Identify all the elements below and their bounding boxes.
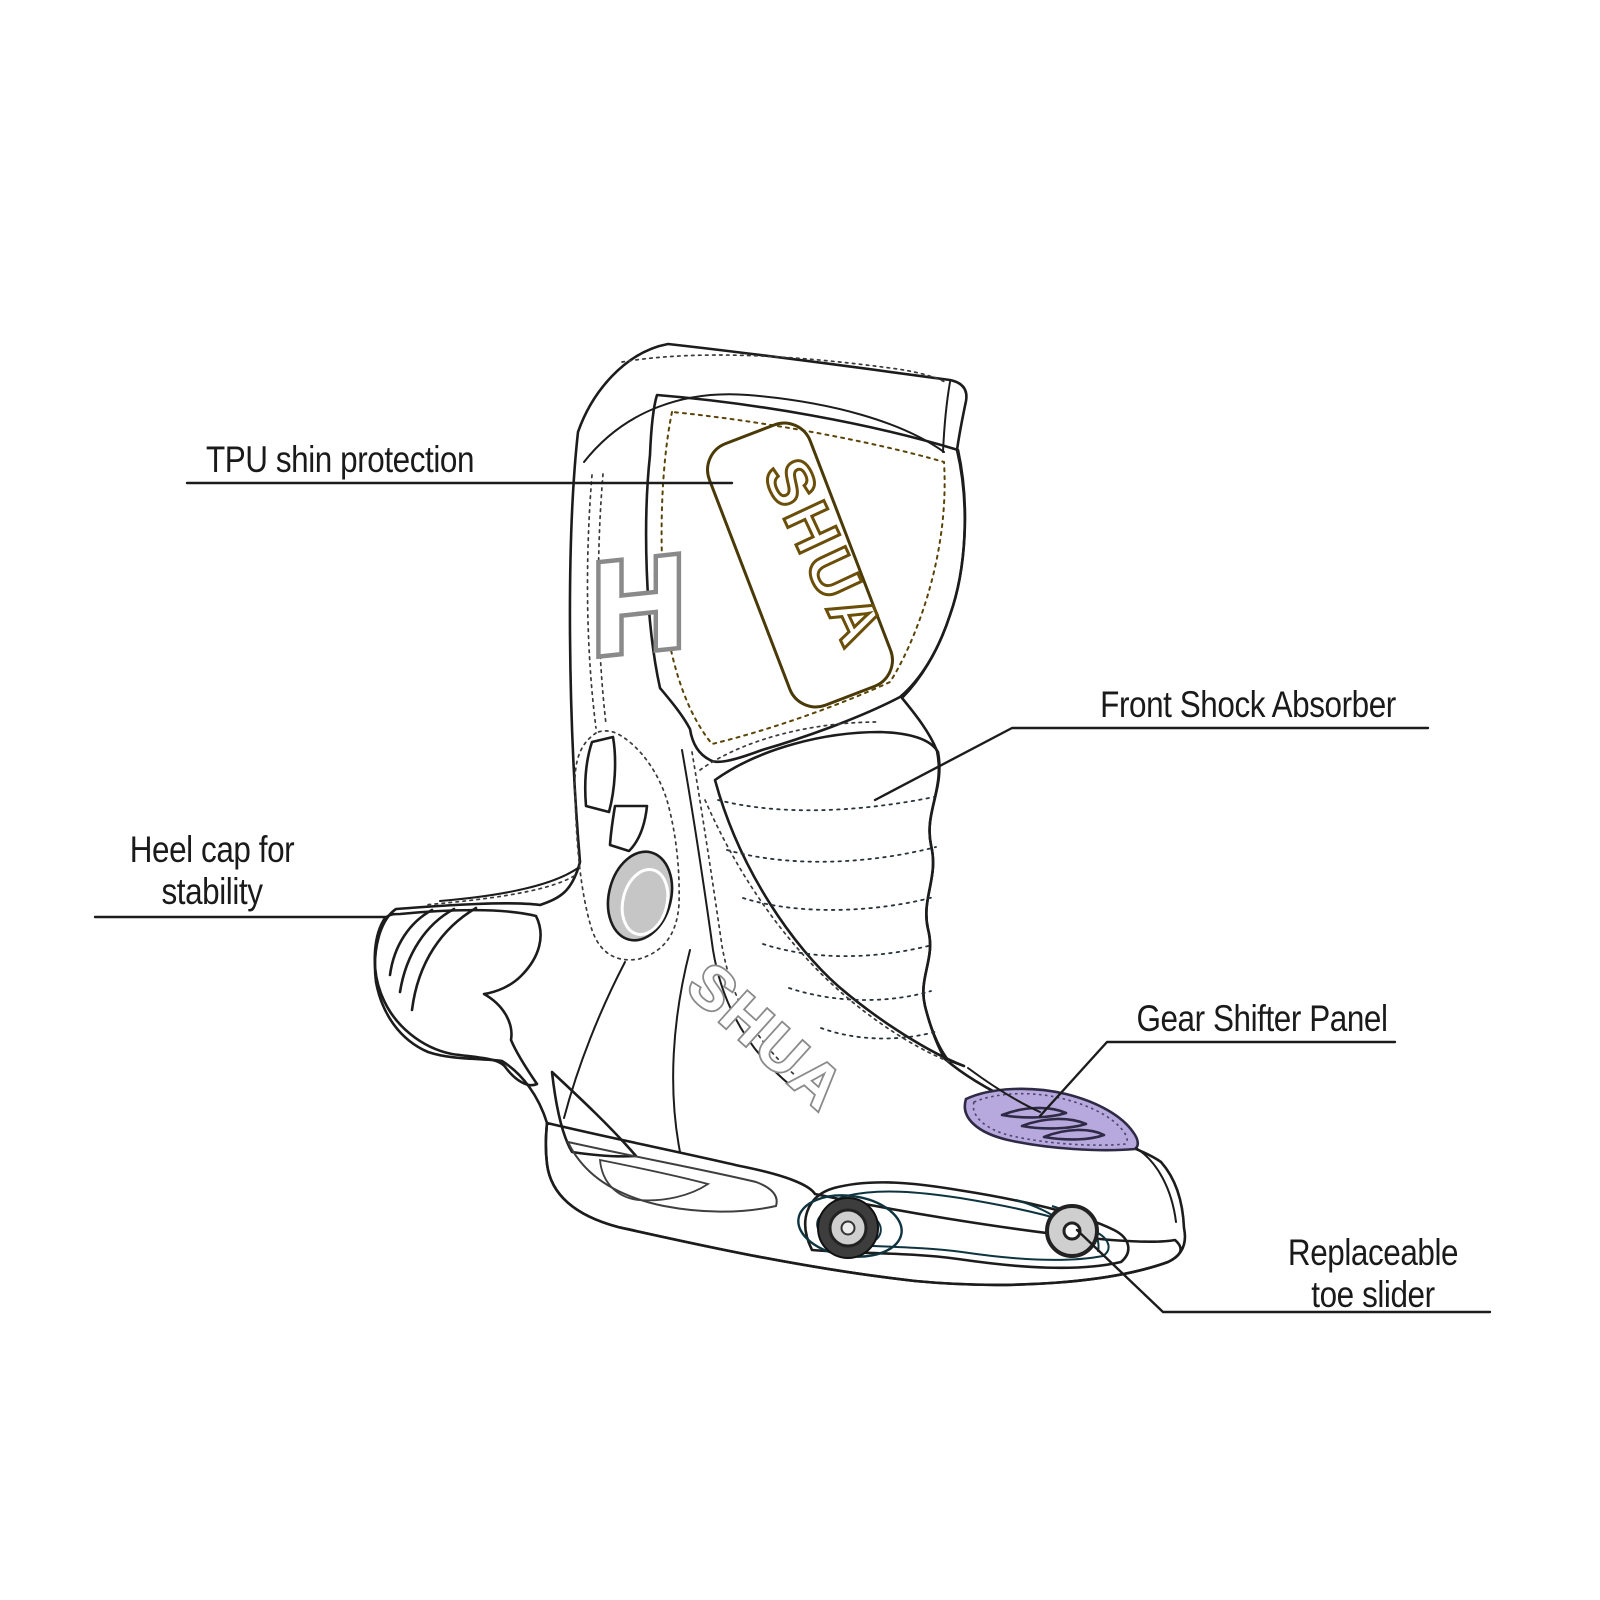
- shaft-stitch-2: [597, 473, 607, 725]
- gear-shifter-stitching: [972, 1092, 1128, 1146]
- ankle-panel-triangle: [608, 804, 649, 853]
- callout-lines: [93, 481, 1492, 1314]
- toe-leader-line: [1075, 1228, 1492, 1314]
- shaft-front-edge: [681, 749, 791, 1086]
- heel-cap: [373, 906, 542, 1087]
- gear-shifter-ridge-3: [1042, 1128, 1106, 1141]
- boot-body: SHUA H: [373, 342, 1187, 1287]
- label-tpu-shin-protection: TPU shin protection: [170, 439, 510, 481]
- collar-corner-line: [942, 381, 951, 453]
- shin-plate-stitching: [660, 410, 946, 746]
- toe-slider: [797, 1181, 1130, 1270]
- label-heel-cap-stability: Heel cap for stability: [42, 829, 382, 913]
- shock-absorber-shape: [713, 730, 966, 1068]
- shock-absorber: [713, 730, 966, 1068]
- heel-cap-shape: [373, 908, 542, 1087]
- sole-chevron: [598, 1158, 711, 1202]
- rivet-front: [1045, 1204, 1099, 1258]
- back-edge-inner-line: [439, 867, 579, 902]
- shock-rib-2: [726, 846, 937, 863]
- shaft-monogram: H: [592, 527, 685, 683]
- sole-inner-border: [566, 1140, 778, 1213]
- shin-plate-logo-text: SHUA: [749, 447, 899, 660]
- shin-plate: SHUA: [644, 393, 967, 764]
- shock-rib-1: [717, 796, 935, 812]
- back-edge-stitch: [423, 875, 575, 906]
- shaft-stitch-1: [586, 474, 597, 729]
- heel-counter-line: [563, 961, 626, 1119]
- shock-leader-line: [873, 726, 1430, 802]
- gear-shifter-ridge-2: [1020, 1117, 1088, 1130]
- label-tpu-shin-protection-text: TPU shin protection: [205, 439, 475, 480]
- shock-rib-3: [742, 896, 935, 911]
- shock-rib-4: [762, 943, 933, 958]
- heel-cap-ridge-1: [388, 908, 434, 977]
- rivet-rear: [817, 1197, 879, 1259]
- gear-shifter-ridge-1: [1000, 1106, 1068, 1119]
- sole: [544, 1121, 1182, 1287]
- heel-swoosh: [550, 1070, 638, 1158]
- heel-counter-line-2: [672, 949, 691, 1153]
- foot-logo: SHUA: [675, 950, 858, 1124]
- strip-stitch-left: [704, 799, 951, 1063]
- label-heel-cap-line2: stability: [161, 871, 263, 912]
- shock-rib-6: [820, 1027, 939, 1040]
- strip-stitch-top: [699, 721, 879, 771]
- label-toe-slider-line1: Replaceable: [1287, 1232, 1459, 1273]
- sole-shape: [544, 1121, 1182, 1287]
- toe-cap-seam: [1135, 1147, 1177, 1223]
- ankle-panel-container: [574, 730, 680, 961]
- label-front-shock-absorber-text: Front Shock Absorber: [1100, 684, 1396, 725]
- ankle-panel-strip: [583, 735, 617, 814]
- slate-to-panel-seam: [967, 1067, 1041, 1113]
- shin-logo-plate: [706, 421, 894, 709]
- ankle-disc-inner-ring: [620, 868, 670, 936]
- collar-inner-line: [583, 393, 945, 463]
- shin-plate-shape: [644, 393, 967, 764]
- label-gear-shifter-panel-text: Gear Shifter Panel: [1136, 998, 1388, 1039]
- collar-stitching: [621, 354, 948, 384]
- back-ankle-panel: [574, 730, 680, 961]
- gear-shifter-panel: [963, 1087, 1140, 1152]
- gear-leader-line: [1038, 1040, 1397, 1118]
- shock-rib-5: [788, 987, 932, 1001]
- toe-slider-shape: [803, 1181, 1130, 1270]
- label-replaceable-toe-slider: Replaceable toe slider: [1203, 1232, 1543, 1316]
- heel-cap-ridge-2: [398, 907, 456, 994]
- label-heel-cap-line1: Heel cap for: [129, 829, 295, 870]
- label-front-shock-absorber: Front Shock Absorber: [1078, 684, 1418, 726]
- label-toe-slider-line2: toe slider: [1311, 1274, 1435, 1315]
- shaft-front-stitch: [691, 751, 797, 1077]
- heel-cap-ridge-3: [410, 906, 478, 1012]
- label-gear-shifter-panel: Gear Shifter Panel: [1092, 998, 1432, 1040]
